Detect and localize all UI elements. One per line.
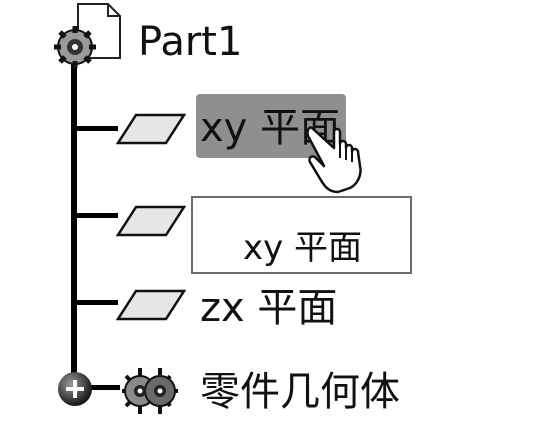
tree-item-zx-plane[interactable]: zx 平面 bbox=[0, 284, 360, 334]
tree-connector-trunk bbox=[71, 62, 77, 390]
plane-icon bbox=[116, 205, 186, 237]
gear-icon bbox=[54, 26, 96, 68]
tree-root-part1[interactable] bbox=[52, 2, 132, 70]
part-body-gear-icon bbox=[122, 368, 178, 414]
tree-item-part-body[interactable]: 零件几何体 bbox=[110, 358, 430, 420]
tree-item-plane-2[interactable] bbox=[0, 194, 190, 244]
tree-connector-branch bbox=[74, 300, 118, 305]
tree-connector-branch bbox=[74, 385, 120, 390]
tooltip-text: xy 平面 bbox=[243, 228, 363, 268]
tree-item-label: 零件几何体 bbox=[200, 369, 400, 415]
tree-root-label: Part1 bbox=[138, 19, 243, 65]
plus-expand-icon[interactable] bbox=[58, 372, 92, 406]
hand-pointer-icon bbox=[306, 126, 362, 194]
plane-icon bbox=[116, 113, 186, 145]
plane-icon bbox=[116, 289, 186, 321]
tree-connector-branch bbox=[74, 126, 118, 131]
tooltip: xy 平面 bbox=[191, 196, 412, 274]
tree-item-label: zx 平面 bbox=[200, 285, 338, 331]
tree-connector-branch bbox=[74, 213, 118, 218]
